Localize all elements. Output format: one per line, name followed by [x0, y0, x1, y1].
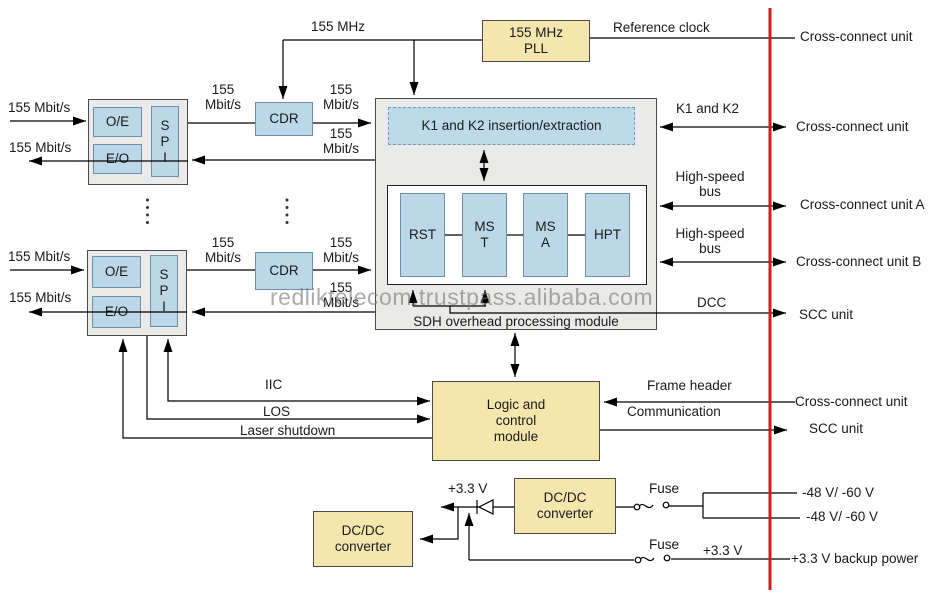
- watermark-text: redliktelecom.trustpass.alibaba.com: [270, 284, 654, 310]
- cdr-box-1: CDR: [255, 102, 313, 136]
- v33-line-label: +3.3 V: [703, 543, 743, 558]
- fuse-terminal: [662, 501, 670, 509]
- hpt-box: HPT: [585, 193, 630, 277]
- input-48v-label-1: -48 V/ -60 V: [802, 485, 875, 500]
- fuse-terminal: [633, 503, 641, 511]
- los-label: LOS: [263, 404, 291, 419]
- fuse-terminal: [663, 554, 671, 562]
- fuse-label-1: Fuse: [649, 481, 680, 496]
- reference-clock-label: Reference clock: [613, 20, 710, 35]
- unit-cross-connect-b: Cross-connect unit B: [796, 254, 922, 269]
- rate-in-label-2: 155 Mbit/s: [8, 249, 71, 264]
- k1k2-signal-label: K1 and K2: [676, 101, 740, 116]
- unit-scc-comm: SCC unit: [809, 421, 864, 436]
- eo-box-2: E/O: [92, 296, 141, 328]
- communication-label: Communication: [627, 404, 721, 419]
- line-iic: [163, 339, 430, 406]
- ellipsis-dots: [146, 198, 289, 224]
- fuse-label-2: Fuse: [649, 537, 680, 552]
- rst-box: RST: [400, 193, 445, 277]
- iic-label: IIC: [265, 377, 283, 392]
- dcc-label: DCC: [697, 295, 727, 310]
- clock-bus-label: 155 MHz: [311, 19, 366, 34]
- frame-header-label: Frame header: [647, 378, 732, 393]
- unit-scc-dcc: SCC unit: [799, 307, 854, 322]
- rate-out-label-1: 155 Mbit/s: [9, 140, 72, 155]
- fuse-icon: [638, 503, 654, 509]
- k1k2-box: K1 and K2 insertion/extraction: [388, 107, 635, 145]
- oe-box-1: O/E: [93, 107, 142, 137]
- cdr-box-2: CDR: [255, 252, 313, 290]
- unit-cross-connect-ref: Cross-connect unit: [800, 29, 913, 44]
- eo-label: E/O: [105, 151, 130, 166]
- line-v33-dcdc-left: [420, 507, 459, 544]
- input-48v-label-2: -48 V/ -60 V: [806, 509, 879, 524]
- unit-cross-connect-k1k2: Cross-connect unit: [796, 119, 909, 134]
- diode-icon: [477, 499, 494, 515]
- fuse-terminal: [634, 556, 642, 564]
- fuse-icon: [639, 556, 655, 562]
- oe-label: O/E: [105, 114, 130, 129]
- unit-cross-connect-a: Cross-connect unit A: [800, 197, 925, 212]
- oe-box-2: O/E: [92, 256, 141, 288]
- rate-in-label-1: 155 Mbit/s: [8, 100, 71, 115]
- backup-power-label: +3.3 V backup power: [791, 551, 919, 566]
- laser-shutdown-label: Laser shutdown: [240, 423, 336, 438]
- rate-out-label-2: 155 Mbit/s: [9, 290, 72, 305]
- sdh-caption: SDH overhead processing module: [413, 314, 619, 329]
- unit-cross-connect-frame: Cross-connect unit: [795, 394, 908, 409]
- eo-box-1: E/O: [93, 144, 142, 174]
- v33-node-label: +3.3 V: [448, 481, 488, 496]
